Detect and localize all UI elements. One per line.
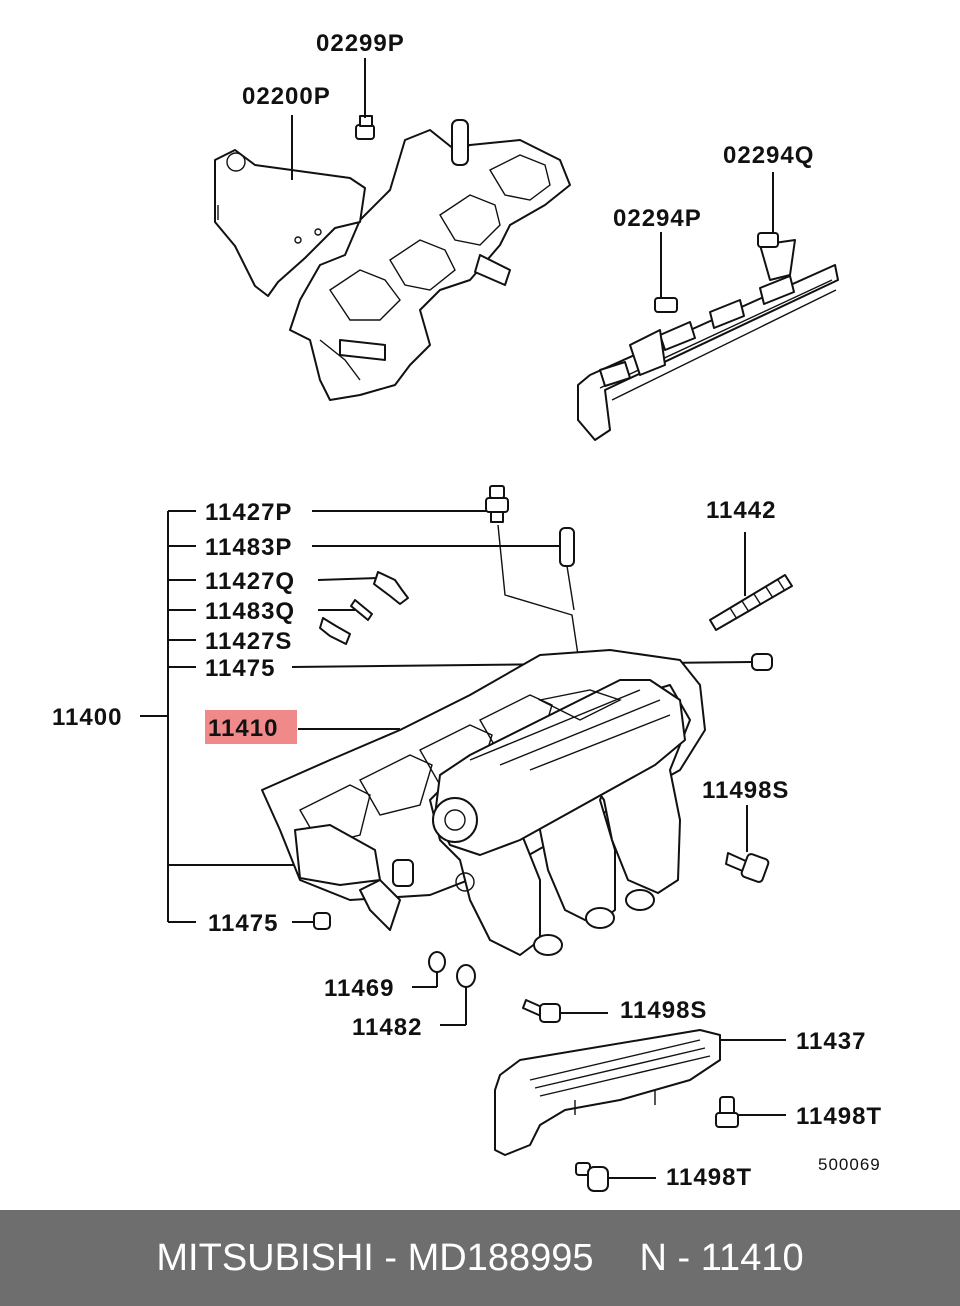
label-02200P: 02200P	[242, 83, 331, 110]
bolt-11498S-right	[725, 852, 770, 883]
bolt-11498S-lower	[522, 999, 561, 1023]
bolt-11498T-lower	[575, 1162, 609, 1192]
bolt-11498T-right	[715, 1096, 739, 1128]
label-11498S-right: 11498S	[702, 777, 789, 804]
cover-11437-drawing	[494, 1029, 721, 1156]
label-11427P: 11427P	[205, 499, 292, 526]
label-11475-lower: 11475	[208, 910, 278, 937]
label-11482: 11482	[352, 1014, 422, 1041]
footer-bar: MITSUBISHI - MD188995 N - 11410	[0, 1210, 960, 1306]
label-11469: 11469	[324, 975, 394, 1002]
intake-manifold-drawing	[261, 649, 706, 956]
label-11498T-right: 11498T	[796, 1103, 882, 1130]
fuel-rail-drawing	[577, 232, 839, 441]
upper-manifold-drawing	[214, 115, 571, 401]
label-11400: 11400	[52, 704, 122, 731]
small-parts-upper	[319, 485, 793, 671]
label-02299P: 02299P	[316, 30, 405, 57]
label-11475-top: 11475	[205, 655, 275, 682]
label-11427S: 11427S	[205, 628, 292, 655]
nut-11482	[456, 964, 476, 988]
label-11483Q: 11483Q	[205, 598, 295, 625]
label-11498T-lower: 11498T	[666, 1164, 752, 1191]
label-02294P: 02294P	[613, 205, 702, 232]
footer-part: N - 11410	[639, 1236, 804, 1279]
label-11427Q: 11427Q	[205, 568, 295, 595]
footer-brand: MITSUBISHI - MD188995	[156, 1236, 594, 1279]
label-11442: 11442	[706, 497, 776, 524]
highlight-11410	[205, 710, 297, 744]
diagram-code: 500069	[818, 1155, 881, 1174]
label-11410: 11410	[208, 715, 278, 742]
plug-11475-lower	[313, 912, 331, 930]
group-bracket-11400	[140, 510, 300, 923]
washer-11469	[428, 951, 446, 973]
label-02294Q: 02294Q	[723, 142, 814, 169]
parts-diagram: 02299P 02200P 02294Q 02294P 11427P 11483…	[52, 30, 882, 1192]
label-11498S-lower: 11498S	[620, 997, 707, 1024]
label-11437: 11437	[796, 1028, 866, 1055]
label-11483P: 11483P	[205, 534, 292, 561]
